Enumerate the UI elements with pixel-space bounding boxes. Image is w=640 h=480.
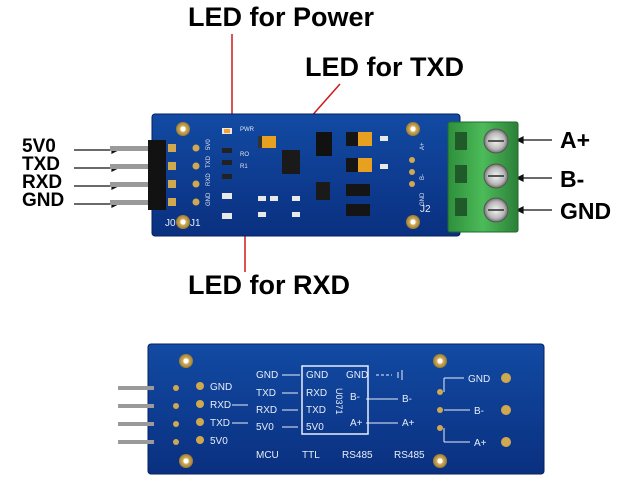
- bb-term-a: A+: [474, 438, 487, 449]
- bb-midr-a: A+: [350, 418, 363, 429]
- bb-chip-label: U0371: [334, 388, 344, 415]
- screw-terminal: [447, 121, 519, 233]
- silk-r1: R1: [240, 164, 248, 170]
- bb-left-rxd: RXD: [256, 405, 277, 416]
- pin-label-rxd: RXD: [22, 172, 63, 193]
- bb-midr-b: B-: [350, 392, 360, 403]
- mount-hole: [176, 122, 190, 136]
- bb-footer-rs485-a: RS485: [342, 450, 373, 461]
- silk-j2: J2: [420, 204, 431, 215]
- bb-left-txd: TXD: [256, 388, 276, 399]
- mount-hole: [433, 454, 447, 468]
- bb-right-a: A+: [402, 418, 415, 429]
- callout-led-rxd: LED for RXD: [188, 270, 350, 300]
- mount-hole: [433, 354, 447, 368]
- pin-label-gnd: GND: [22, 190, 65, 211]
- bb-term-b: B-: [474, 406, 484, 417]
- callout-led-txd: LED for TXD: [305, 52, 464, 82]
- silk-pin-5v0: 5V0: [206, 139, 212, 150]
- bb-pin-gnd: GND: [210, 382, 232, 393]
- silk-b-minus: B-: [420, 174, 426, 180]
- smd-components: [222, 128, 415, 219]
- bb-right-b: B-: [402, 394, 412, 405]
- bb-footer-mcu: MCU: [256, 450, 279, 461]
- bottom-board: GND RXD TXD 5V0 GND TXD RXD 5V0 GND RXD …: [118, 343, 545, 475]
- bb-footer-rs485-b: RS485: [394, 450, 425, 461]
- silk-j0: J0: [165, 218, 176, 229]
- mount-hole: [406, 122, 420, 136]
- bb-mid-gnd: GND: [306, 370, 328, 381]
- terminal-label-gnd: GND: [560, 198, 612, 224]
- bb-footer-ttl: TTL: [302, 450, 320, 461]
- bb-pin-txd: TXD: [210, 418, 230, 429]
- chip-outline: [301, 365, 369, 435]
- top-board: J0 J1 J2 J3 PWR RO R1 A+ B- GND 5V0 TXD …: [110, 113, 519, 237]
- mount-hole: [406, 215, 420, 229]
- bb-pin-rxd: RXD: [210, 400, 231, 411]
- silk-ro: RO: [240, 152, 249, 158]
- bb-term-gnd: GND: [468, 374, 490, 385]
- callout-led-power: LED for Power: [188, 2, 375, 32]
- silk-gnd: GND: [420, 192, 426, 206]
- bb-midr-gnd: GND: [346, 370, 368, 381]
- mount-hole: [179, 354, 193, 368]
- pin-arrows: [74, 146, 120, 208]
- trace-lines: [232, 370, 470, 443]
- bb-mid-rxd: RXD: [306, 388, 327, 399]
- bb-left-5v0: 5V0: [256, 422, 274, 433]
- bb-pin-5v0: 5V0: [210, 436, 228, 447]
- silk-a-plus: A+: [420, 142, 426, 150]
- terminal-label-b-minus: B-: [560, 166, 585, 192]
- pin-label-txd: TXD: [22, 154, 60, 175]
- mount-hole: [176, 215, 190, 229]
- bb-mid-txd: TXD: [306, 405, 326, 416]
- silk-j1: J1: [190, 218, 201, 229]
- bb-left-gnd: GND: [256, 370, 278, 381]
- silk-pwr: PWR: [240, 127, 255, 133]
- bb-mid-5v0: 5V0: [306, 422, 324, 433]
- pin-label-5v0: 5V0: [22, 136, 56, 157]
- header-pins: [110, 140, 176, 210]
- terminal-arrows: [515, 136, 552, 214]
- silk-pin-gnd: GND: [206, 192, 212, 206]
- silk-pin-rxd: RXD: [206, 173, 212, 186]
- mount-hole: [179, 454, 193, 468]
- silk-pin-txd: TXD: [206, 155, 212, 168]
- terminal-label-a-plus: A+: [560, 127, 591, 153]
